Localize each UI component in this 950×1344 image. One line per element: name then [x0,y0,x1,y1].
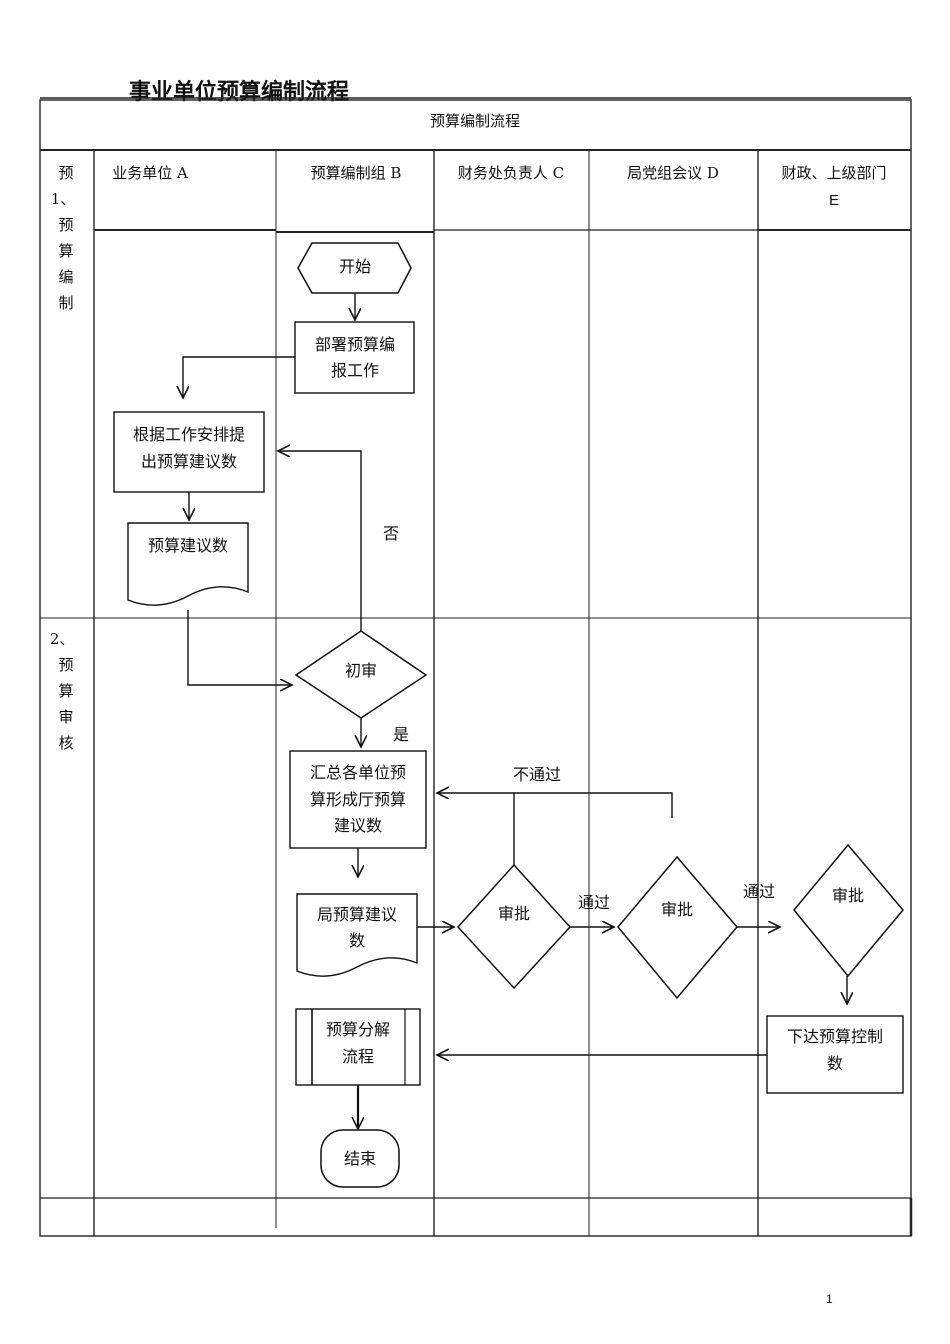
phase-label-1: 预 1、 预 算 编 制 [51,164,76,312]
summarize-label-line3: 建议数 [334,816,382,835]
lane-header-c: 财务处负责人 C [458,164,564,182]
propose-node: 根据工作安排提 出预算建议数 [113,411,265,493]
phase-1-char: 编 [58,268,73,286]
edge-label-yes: 是 [393,725,409,744]
edge-label-passed-1: 通过 [578,893,610,912]
phase-label-2: 2、 预 算 审 核 [50,630,75,752]
bureau-document-label-line2: 数 [349,931,365,950]
summarize-label-line1: 汇总各单位预 [310,763,406,782]
approve-e-label: 审批 [832,886,864,905]
phase-1-char: 预 [58,216,73,234]
page-number: 1 [826,1292,833,1306]
edge-proposal-document-to-review [187,610,292,685]
bureau-document-label-line1: 局预算建议 [317,905,397,924]
decompose-label-line1: 预算分解 [326,1020,390,1039]
edge-label-passed-2: 通过 [743,882,775,901]
phase-2-char: 核 [58,734,73,752]
decompose-process-node: 预算分解 流程 [295,1008,421,1086]
decompose-label-line2: 流程 [342,1047,374,1066]
edge-label-no: 否 [383,524,399,543]
table-title: 预算编制流程 [430,112,520,130]
start-label: 开始 [339,257,371,276]
phase-2-char: 2、 [50,630,75,648]
lane-header-e-line1: 财政、上级部门 [781,164,886,182]
edge-review-rejected-to-propose [278,451,362,631]
edge-deploy-to-propose [183,356,295,398]
approve-c-label: 审批 [498,904,530,923]
preliminary-review-decision: 初审 [294,630,428,719]
lane-header-e-line2: E [829,192,839,209]
end-label: 结束 [344,1149,376,1168]
approve-d-decision: 审批 [617,855,738,1000]
propose-label-line1: 根据工作安排提 [133,425,245,444]
proposal-document-node: 预算建议数 [127,522,249,606]
deploy-node: 部署预算编 报工作 [294,321,415,394]
phase-2-char: 算 [58,682,73,700]
edge-label-not-passed: 不通过 [513,765,561,784]
lane-header-d: 局党组会议 D [627,164,719,182]
phase-1-char: 算 [58,242,73,260]
edge-approvals-rejected-to-summarize [437,793,673,865]
deploy-label-line1: 部署预算编 [315,335,395,354]
proposal-document-label: 预算建议数 [148,536,228,555]
approve-e-decision: 审批 [793,843,904,978]
issue-control-label-line2: 数 [827,1054,843,1073]
approve-d-label: 审批 [661,900,693,919]
phase-1-char: 预 [58,164,73,182]
phase-2-char: 预 [58,656,73,674]
phase-2-char: 审 [58,708,73,726]
issue-control-node: 下达预算控制 数 [766,1015,904,1094]
deploy-label-line2: 报工作 [331,361,379,380]
connectors [183,293,847,1129]
preliminary-review-label: 初审 [345,661,377,680]
propose-label-line2: 出预算建议数 [141,452,237,471]
document-title: 事业单位预算编制流程 [129,80,350,105]
swimlane-grid [39,97,913,1237]
phase-1-char: 制 [58,294,73,312]
summarize-label-line2: 算形成厅预算 [310,790,406,809]
bureau-document-node: 局预算建议 数 [296,893,418,977]
summarize-node: 汇总各单位预 算形成厅预算 建议数 [289,750,427,849]
issue-control-label-line1: 下达预算控制 [787,1027,883,1046]
end-node: 结束 [320,1129,400,1188]
lane-header-a: 业务单位 A [112,164,188,182]
phase-1-char: 1、 [51,190,76,208]
lane-header-b: 预算编制组 B [311,164,402,182]
approve-c-decision: 审批 [456,863,572,990]
start-node: 开始 [297,242,412,294]
